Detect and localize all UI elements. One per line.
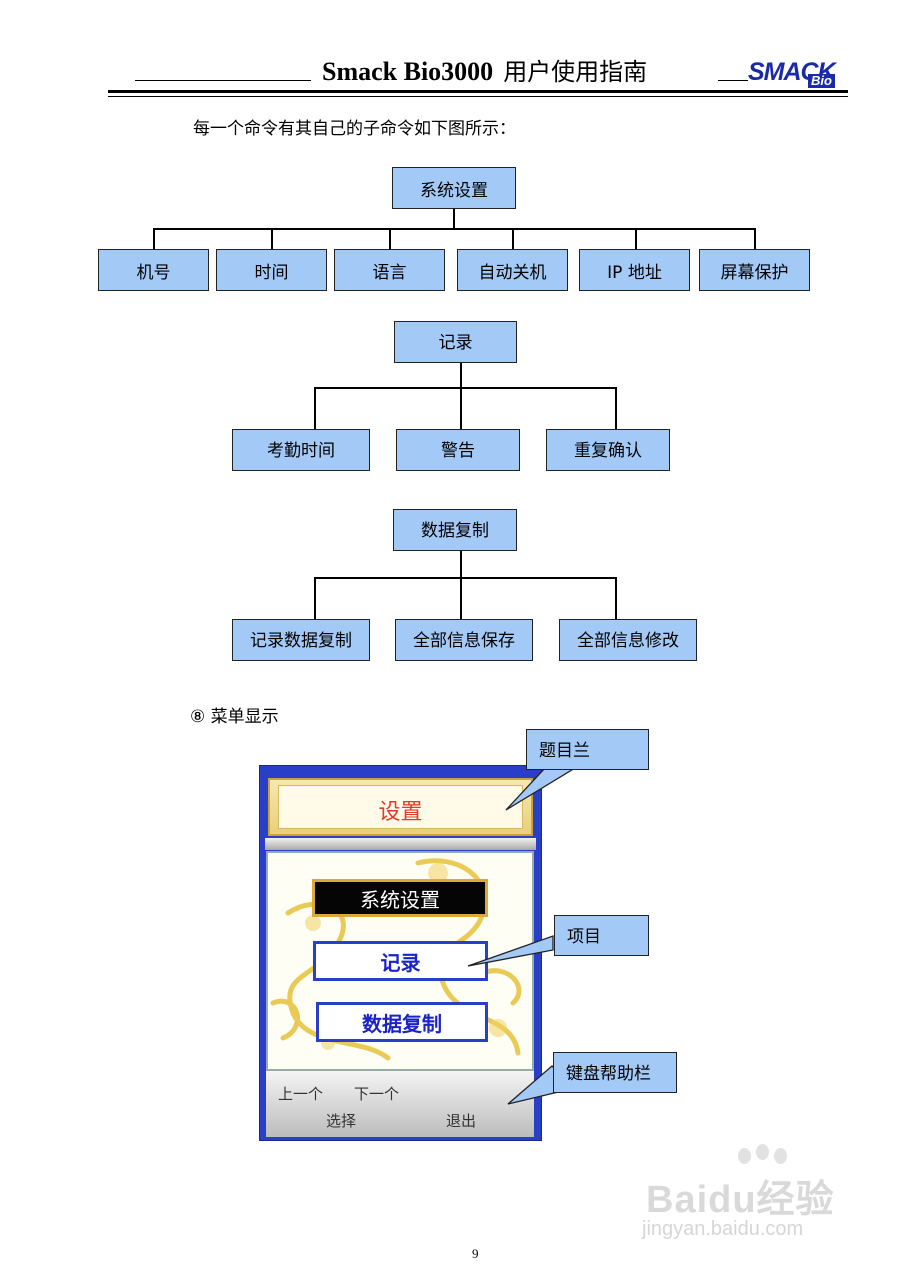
tree-root-system: 系统设置 bbox=[392, 167, 516, 209]
connector bbox=[314, 577, 316, 620]
tree-root-record: 记录 bbox=[394, 321, 517, 363]
menu-item-record[interactable]: 记录 bbox=[313, 941, 488, 981]
header-title: Smack Bio3000 用户使用指南 bbox=[322, 52, 647, 87]
smack-logo: SMACK Bio bbox=[748, 58, 844, 92]
keyboard-help-bar: 上一个 下一个 选择 退出 bbox=[266, 1071, 534, 1137]
watermark-url: jingyan.baidu.com bbox=[642, 1218, 804, 1240]
connector bbox=[460, 577, 462, 620]
menu-item-system-settings[interactable]: 系统设置 bbox=[312, 879, 488, 917]
callout-title-bar: 题目兰 bbox=[526, 729, 649, 770]
key-prev[interactable]: 上一个 bbox=[278, 1085, 324, 1103]
header-rule-thin bbox=[108, 96, 848, 98]
header-title-en: Smack Bio3000 bbox=[322, 57, 494, 86]
key-exit[interactable]: 退出 bbox=[446, 1112, 477, 1130]
tree-node: 时间 bbox=[216, 249, 327, 291]
baidu-watermark: Baidu经验 jingyan.baidu.com bbox=[640, 1144, 852, 1248]
tree-node: 语言 bbox=[334, 249, 445, 291]
tree-node: 自动关机 bbox=[457, 249, 568, 291]
connector bbox=[460, 551, 462, 578]
header-title-zh: 用户使用指南 bbox=[503, 58, 648, 86]
tree-node: IP 地址 bbox=[579, 249, 690, 291]
watermark-main-text: Baidu经验 bbox=[646, 1179, 835, 1221]
connector bbox=[460, 363, 462, 388]
menu-item-data-copy[interactable]: 数据复制 bbox=[316, 1002, 488, 1042]
tree-node: 机号 bbox=[98, 249, 209, 291]
connector bbox=[460, 387, 462, 430]
callout-key-bar: 键盘帮助栏 bbox=[553, 1052, 677, 1093]
header-underline-left bbox=[135, 80, 311, 81]
paw-icon bbox=[756, 1144, 769, 1160]
device-menu-area: 系统设置 记录 数据复制 bbox=[266, 851, 534, 1071]
tree-node: 警告 bbox=[396, 429, 520, 471]
connector bbox=[615, 577, 617, 620]
connector bbox=[453, 209, 455, 229]
logo-subtext: Bio bbox=[808, 74, 835, 88]
tree-node: 全部信息修改 bbox=[559, 619, 697, 661]
page-number: 9 bbox=[472, 1246, 479, 1261]
paw-icon bbox=[738, 1148, 751, 1164]
tree-node: 屏幕保护 bbox=[699, 249, 810, 291]
section-heading: ⑧ 菜单显示 bbox=[190, 707, 279, 727]
connector bbox=[389, 228, 391, 250]
connector bbox=[153, 228, 756, 230]
tree-node: 考勤时间 bbox=[232, 429, 370, 471]
connector bbox=[153, 228, 155, 250]
title-bar-inner: 设置 bbox=[278, 785, 523, 829]
connector bbox=[271, 228, 273, 250]
connector bbox=[754, 228, 756, 250]
connector bbox=[314, 387, 316, 430]
device-title: 设置 bbox=[378, 800, 423, 825]
connector bbox=[512, 228, 514, 250]
key-select[interactable]: 选择 bbox=[326, 1112, 357, 1130]
connector bbox=[314, 577, 617, 579]
key-next[interactable]: 下一个 bbox=[354, 1085, 400, 1103]
device-title-bar: 设置 bbox=[268, 778, 533, 836]
callout-item: 项目 bbox=[554, 915, 649, 956]
header-rule-thick bbox=[108, 90, 848, 93]
connector bbox=[615, 387, 617, 430]
connector bbox=[314, 387, 617, 389]
connector bbox=[635, 228, 637, 250]
paw-icon bbox=[774, 1148, 787, 1164]
tree-node: 记录数据复制 bbox=[232, 619, 370, 661]
tree-root-data-copy: 数据复制 bbox=[393, 509, 517, 551]
intro-paragraph: 每一个命令有其自己的子命令如下图所示： bbox=[193, 119, 516, 139]
tree-node: 全部信息保存 bbox=[395, 619, 533, 661]
tree-node: 重复确认 bbox=[546, 429, 670, 471]
header-underline-right bbox=[718, 80, 748, 81]
title-separator bbox=[265, 838, 536, 850]
